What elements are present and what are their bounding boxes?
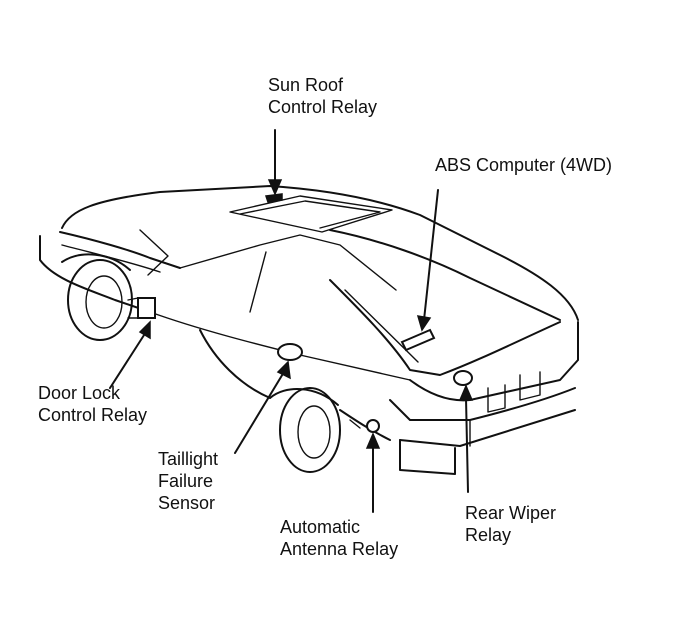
antenna-relay-marker xyxy=(366,419,380,433)
car-body-drawing xyxy=(39,185,579,475)
abs-arrow xyxy=(423,189,439,321)
taillight-sensor-marker xyxy=(277,343,303,361)
taillight-arrow xyxy=(234,371,285,454)
sun-roof-relay-label: Sun Roof Control Relay xyxy=(268,74,377,118)
door-lock-arrow xyxy=(109,331,147,389)
door-lock-line-1: Door Lock xyxy=(38,383,121,403)
sun-roof-line-2: Control Relay xyxy=(268,97,378,117)
rear-wiper-arrow xyxy=(465,397,469,493)
abs-computer-label: ABS Computer (4WD) xyxy=(435,154,612,176)
abs-computer-marker xyxy=(400,328,436,352)
rear-wiper-line-2: Relay xyxy=(465,525,512,545)
sun-roof-relay-marker xyxy=(264,193,283,203)
abs-line-1: ABS Computer (4WD) xyxy=(435,155,613,175)
taillight-line-1: Taillight xyxy=(158,449,219,469)
component-markers xyxy=(127,193,473,433)
taillight-line-3: Sensor xyxy=(158,493,216,513)
sun-roof-line-1: Sun Roof xyxy=(268,75,344,95)
leader-arrows xyxy=(109,129,474,513)
rear-wiper-line-1: Rear Wiper xyxy=(465,503,557,523)
antenna-relay-label: Automatic Antenna Relay xyxy=(280,516,398,560)
door-lock-relay-marker xyxy=(137,297,156,319)
taillight-sensor-label: Taillight Failure Sensor xyxy=(158,448,218,514)
rear-wiper-relay-label: Rear Wiper Relay xyxy=(465,502,556,546)
taillight-line-2: Failure xyxy=(158,471,214,491)
antenna-line-2: Antenna Relay xyxy=(280,539,399,559)
antenna-line-1: Automatic xyxy=(280,517,361,537)
door-lock-line-2: Control Relay xyxy=(38,405,148,425)
rear-wiper-relay-marker xyxy=(453,370,473,386)
door-lock-relay-label: Door Lock Control Relay xyxy=(38,382,147,426)
